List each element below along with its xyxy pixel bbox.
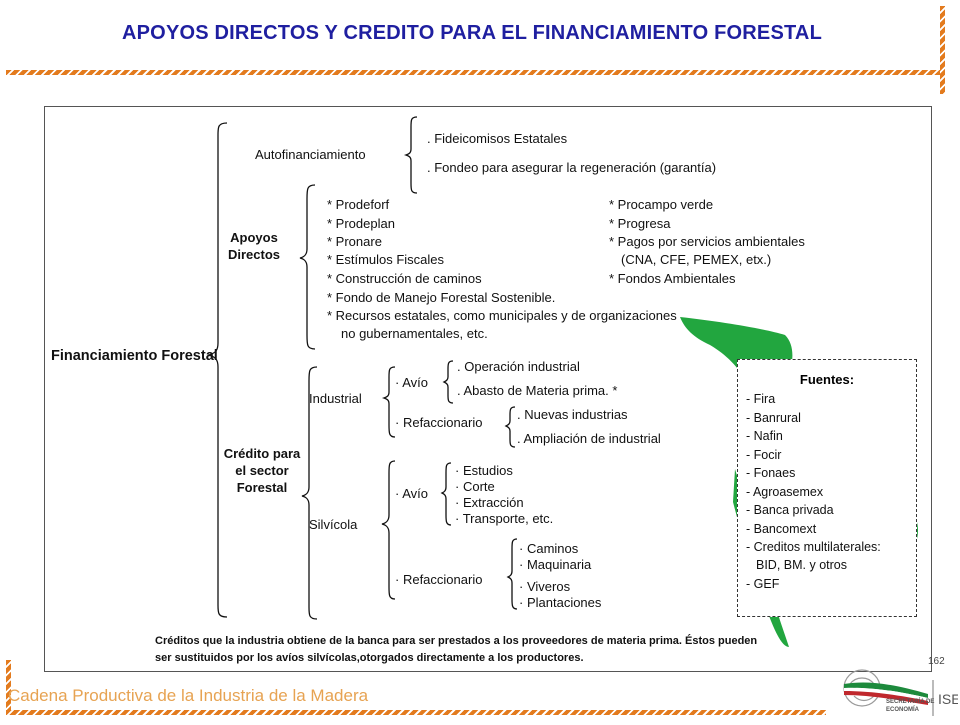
page-number: 162: [928, 656, 945, 667]
eagle-emblem-icon: ISE: [843, 669, 960, 716]
refaccionario-silvicola-item: · Viveros: [519, 579, 571, 594]
apoyos-item: * Prodeforf: [327, 197, 390, 212]
footnote: Créditos que la industria obtiene de la …: [155, 633, 757, 667]
logo-line: SECRETARÍA DE: [886, 699, 935, 705]
logo-text: SECRETARÍA DE ECONOMÍA: [886, 698, 934, 714]
credito-label: Crédito para el sector Forestal: [223, 446, 301, 495]
fuentes-item: - Fira: [746, 392, 776, 406]
avio-silvicola-item: · Transporte, etc.: [455, 511, 554, 526]
apoyos-item: * Prodeplan: [327, 216, 395, 231]
apoyos-item: no gubernamentales, etc.: [341, 326, 488, 341]
slide-title: APOYOS DIRECTOS Y CREDITO PARA EL FINANC…: [122, 22, 822, 44]
refaccionario-silvicola-item: · Plantaciones: [519, 595, 602, 610]
fuentes-item: - Nafin: [746, 429, 783, 443]
refaccionario-industrial-item: . Ampliación de industrial: [517, 431, 661, 446]
bottom-stripe: [6, 710, 826, 715]
avio-silvicola-label: · Avío: [395, 486, 429, 501]
refaccionario-silvicola-item: · Maquinaria: [519, 557, 592, 572]
apoyos-item: * Fondos Ambientales: [609, 271, 736, 286]
avio-industrial-item: . Operación industrial: [457, 359, 580, 374]
fuentes-title: Fuentes:: [799, 372, 855, 387]
apoyos-item: * Construcción de caminos: [327, 271, 482, 286]
refaccionario-silvicola-label: · Refaccionario: [395, 572, 483, 587]
svg-text:ISE: ISE: [938, 691, 958, 707]
avio-silvicola-item: · Estudios: [455, 463, 513, 478]
apoyos-item: * Procampo verde: [609, 197, 714, 212]
refaccionario-industrial-label: · Refaccionario: [395, 415, 483, 430]
apoyos-item: * Pagos por servicios ambientales: [609, 234, 805, 249]
fuentes-item: - Banca privada: [746, 503, 834, 517]
footnote-line: ser sustituidos por los avíos silvícolas…: [155, 652, 584, 664]
autofin-item: . Fideicomisos Estatales: [427, 131, 568, 146]
apoyos-item: * Fondo de Manejo Forestal Sostenible.: [327, 290, 556, 305]
refaccionario-industrial-item: . Nuevas industrias: [517, 407, 628, 422]
autofin-item: . Fondeo para asegurar la regeneración (…: [427, 160, 717, 175]
fuentes-item: - Fonaes: [746, 466, 796, 480]
logo-line: ECONOMÍA: [886, 707, 919, 713]
fuentes-item: - Focir: [746, 448, 782, 462]
fuentes-item: - Bancomext: [746, 522, 817, 536]
avio-silvicola-item: · Corte: [455, 479, 495, 494]
apoyos-item: * Pronare: [327, 234, 382, 249]
industrial-label: Industrial: [309, 391, 362, 406]
top-stripe: [6, 70, 942, 75]
bracket-lines: [206, 116, 518, 620]
avio-industrial-item: . Abasto de Materia prima. *: [457, 383, 618, 398]
bottom-left-stripe: [6, 660, 11, 714]
apoyos-label: Apoyos Directos: [227, 230, 281, 262]
fuentes-item: - Creditos multilaterales:: [746, 540, 881, 554]
footnote-line: Créditos que la industria obtiene de la …: [155, 635, 758, 647]
fuentes-item: - Banrural: [746, 411, 801, 425]
avio-silvicola-item: · Extracción: [455, 495, 524, 510]
root-label: Financiamiento Forestal: [51, 348, 218, 364]
footer-text: Cadena Productiva de la Industria de la …: [8, 686, 369, 705]
secretaria-economia-logo: ISE SECRETARÍA DE ECONOMÍA: [838, 654, 960, 720]
top-right-stripe: [940, 6, 945, 94]
silvicola-label: Silvícola: [309, 517, 358, 532]
apoyos-item: * Recursos estatales, como municipales y…: [327, 308, 677, 323]
apoyos-item: (CNA, CFE, PEMEX, etx.): [621, 252, 772, 267]
apoyos-item: * Estímulos Fiscales: [327, 252, 445, 267]
fuentes-item: - Agroasemex: [746, 485, 824, 499]
refaccionario-silvicola-item: · Caminos: [519, 541, 579, 556]
fuentes-item: BID, BM. y otros: [756, 558, 847, 572]
diagram-frame: Financiamiento Forestal Autofinanciamien…: [44, 106, 932, 672]
autofin-label: Autofinanciamiento: [255, 147, 366, 162]
fuentes-item: - GEF: [746, 577, 780, 591]
avio-industrial-label: · Avío: [395, 375, 429, 390]
fuentes-box: Fuentes: - Fira - Banrural - Nafin - Foc…: [737, 359, 917, 617]
apoyos-item: * Progresa: [609, 216, 671, 231]
